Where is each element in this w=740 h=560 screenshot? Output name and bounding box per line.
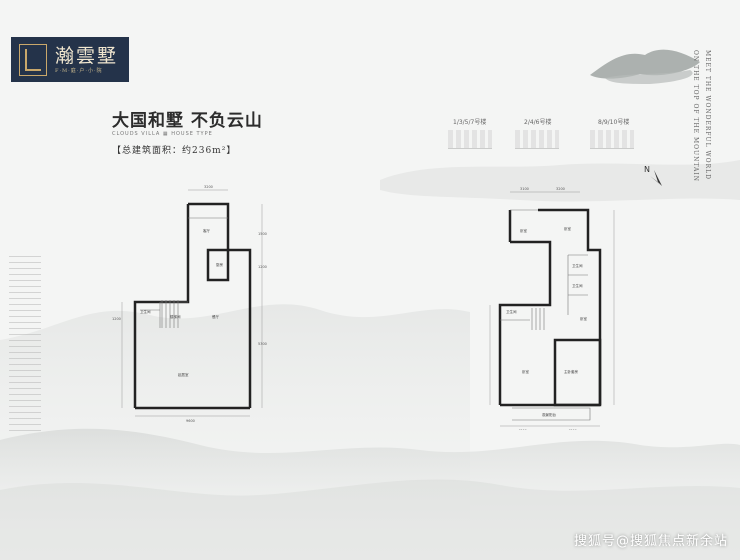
side-text-1: MEET THE WONDERFUL WORLD [704, 50, 711, 180]
dim-right-low: 5300 [258, 342, 267, 346]
page-title: 大国和墅 不负云山 [112, 111, 263, 131]
building-sketch-3 [590, 130, 634, 149]
dim-left: 1200 [112, 317, 121, 321]
room-wc-3-label: 卫生间 [506, 309, 517, 314]
building-tag-1: 1/3/5/7号楼 [453, 119, 487, 126]
side-text-2: ON THE TOP OF THE MOUNTAIN [692, 50, 699, 182]
room-bedroom-1-label: 卧室 [520, 228, 528, 233]
room-wc-2-label: 卫生间 [572, 283, 583, 288]
room-master-label: 主卧套房 [564, 369, 578, 374]
north-label: N [644, 165, 650, 174]
watermark: 搜狐号@搜狐焦点新余站 [573, 534, 728, 549]
dim-top-right: 3200 [556, 187, 565, 191]
room-bedroom-2-label: 卧室 [564, 226, 572, 231]
room-wc-label: 卫生间 [140, 309, 151, 314]
dim-right-mid: 1200 [258, 265, 267, 269]
floorplan-ground: 客厅 厨房 卫生间 楼梯间 餐厅 起居室 3200 9600 1500 1200… [112, 185, 267, 423]
dim-bottom: 9600 [186, 419, 195, 423]
dim-bottom-left: 4800 [518, 429, 527, 430]
description-column [9, 256, 41, 434]
room-bedroom-3-label: 卧室 [580, 316, 588, 321]
floorplan-upper: 卧室 卧室 卫生间 卫生间 卫生间 卧室 卧室 主卧套房 观景阳台 3100 3… [489, 187, 615, 430]
logo-emblem-icon [19, 43, 47, 76]
room-kitchen-label: 厨房 [216, 262, 223, 267]
building-tag-3: 8/9/10号楼 [598, 119, 630, 126]
room-stair-label: 楼梯间 [170, 314, 181, 319]
room-bedroom-4-label: 卧室 [522, 369, 530, 374]
room-balcony-label: 观景阳台 [542, 412, 556, 417]
brand-name: 瀚雲墅 [55, 45, 119, 67]
building-tag-2: 2/4/6号楼 [524, 119, 552, 126]
building-sketch-2 [515, 130, 559, 149]
room-wc-1-label: 卫生间 [572, 263, 583, 268]
room-main-label: 起居室 [178, 372, 189, 377]
room-dining-label: 餐厅 [212, 314, 219, 319]
area-label: 【总建筑面积：约236m²】 [112, 146, 237, 156]
building-sketch-1 [448, 130, 492, 149]
brand-tagline: F·M·庭·户·小·院 [55, 68, 103, 74]
dim-right-upper: 1500 [258, 232, 267, 236]
brand-logo: 瀚雲墅 F·M·庭·户·小·院 [11, 37, 129, 82]
dim-top: 3200 [204, 185, 213, 189]
dim-bottom-right: 4800 [568, 429, 577, 430]
north-arrow-icon: N [644, 165, 662, 186]
page-subtitle: CLOUDS VILLA ▦ HOUSE TYPE [112, 131, 213, 137]
dim-top-left: 3100 [520, 187, 529, 191]
room-living-label: 客厅 [203, 228, 210, 233]
